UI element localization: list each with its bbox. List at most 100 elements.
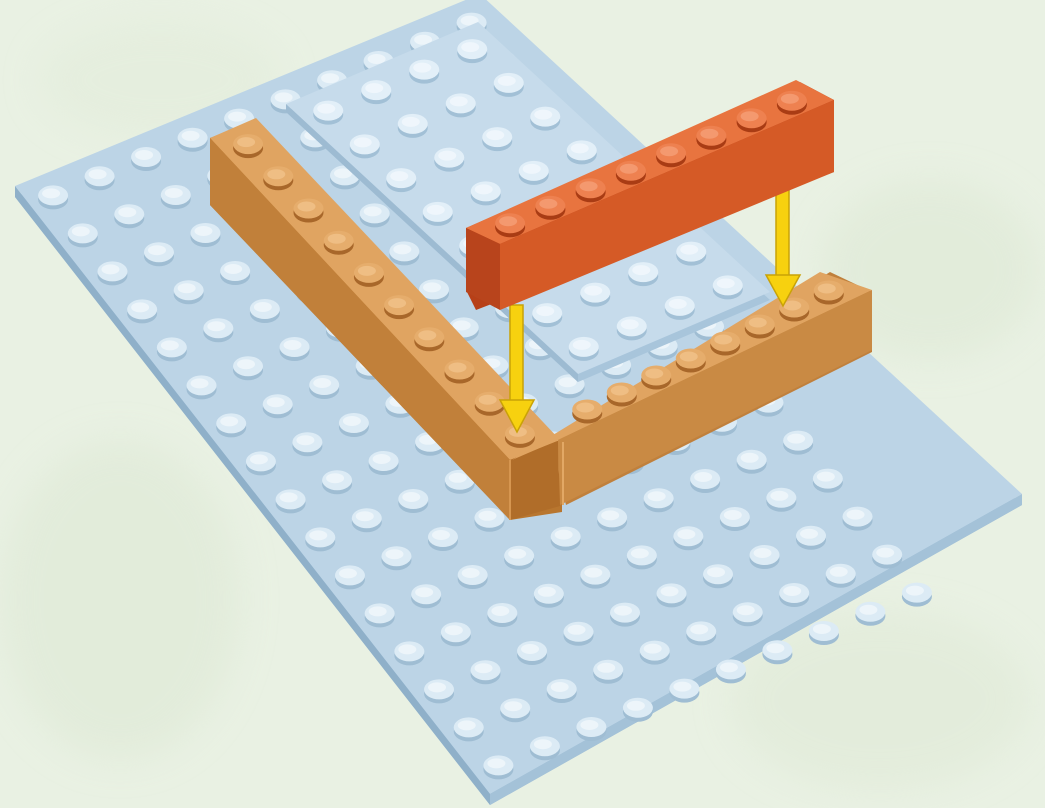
- raised-plate-stud: [471, 181, 501, 205]
- raised-plate-stud: [313, 101, 343, 125]
- baseplate-stud: [190, 223, 220, 247]
- baseplate-stud: [504, 546, 534, 570]
- baseplate-stud: [360, 203, 390, 227]
- brick-stud: [696, 126, 726, 150]
- raised-plate-stud: [398, 114, 428, 138]
- raised-plate-stud: [361, 80, 391, 104]
- baseplate-stud: [250, 299, 280, 323]
- raised-plate-stud: [628, 262, 658, 286]
- brick-stud: [814, 281, 844, 305]
- baseplate-stud: [203, 318, 233, 342]
- raised-plate-stud: [617, 316, 647, 340]
- baseplate-stud: [703, 564, 733, 588]
- baseplate-stud: [389, 241, 419, 265]
- baseplate-stud: [826, 564, 856, 588]
- raised-plate-stud: [676, 242, 706, 266]
- raised-plate-stud: [494, 73, 524, 97]
- baseplate-stud: [394, 641, 424, 665]
- baseplate-stud: [276, 489, 306, 513]
- baseplate-stud: [690, 469, 720, 493]
- brick-stud: [414, 327, 444, 351]
- brick-stud: [475, 392, 505, 416]
- baseplate-stud: [441, 622, 471, 646]
- baseplate-stud: [157, 337, 187, 361]
- raised-plate-stud: [519, 161, 549, 185]
- baseplate-stud: [640, 641, 670, 665]
- baseplate-stud: [809, 621, 839, 645]
- baseplate-stud: [669, 679, 699, 703]
- baseplate-stud: [779, 583, 809, 607]
- baseplate-stud: [335, 565, 365, 589]
- baseplate-stud: [783, 431, 813, 455]
- baseplate-stud: [458, 565, 488, 589]
- raised-plate-stud: [665, 296, 695, 320]
- raised-plate-stud: [423, 202, 453, 226]
- baseplate-stud: [280, 337, 310, 361]
- baseplate-stud: [114, 204, 144, 228]
- brick-stud: [607, 383, 637, 407]
- baseplate-stud: [381, 546, 411, 570]
- baseplate-stud: [131, 147, 161, 171]
- raised-plate-stud: [446, 93, 476, 117]
- baseplate-stud: [220, 261, 250, 285]
- baseplate-stud: [737, 450, 767, 474]
- baseplate-stud: [547, 679, 577, 703]
- baseplate-stud: [471, 660, 501, 684]
- baseplate-stud: [424, 679, 454, 703]
- raised-plate-stud: [567, 140, 597, 164]
- baseplate-stud: [187, 375, 217, 399]
- baseplate-stud: [813, 469, 843, 493]
- brick-stud: [535, 196, 565, 220]
- baseplate-stud: [623, 698, 653, 722]
- brick-stud: [656, 143, 686, 167]
- baseplate-stud: [843, 507, 873, 531]
- brick-stud: [233, 134, 263, 158]
- baseplate-stud: [576, 717, 606, 741]
- baseplate-stud: [487, 603, 517, 627]
- brick-stud: [616, 161, 646, 185]
- baseplate-stud: [144, 242, 174, 266]
- baseplate-stud: [673, 526, 703, 550]
- baseplate-stud: [233, 356, 263, 380]
- raised-plate-stud: [580, 283, 610, 307]
- baseplate-stud: [398, 489, 428, 513]
- baseplate-stud: [720, 507, 750, 531]
- baseplate-stud: [352, 508, 382, 532]
- baseplate-stud: [97, 261, 127, 285]
- baseplate-stud: [263, 394, 293, 418]
- raised-plate-stud: [386, 168, 416, 192]
- baseplate-stud: [178, 128, 208, 152]
- baseplate-stud: [305, 527, 335, 551]
- baseplate-stud: [322, 470, 352, 494]
- baseplate-stud: [365, 603, 395, 627]
- brick-stud: [324, 231, 354, 255]
- brick-stud: [294, 199, 324, 223]
- brick-stud: [745, 315, 775, 339]
- raised-plate-stud: [530, 107, 560, 131]
- baseplate-stud: [309, 375, 339, 399]
- baseplate-stud: [68, 223, 98, 247]
- raised-plate-stud: [457, 39, 487, 63]
- baseplate-stud: [517, 641, 547, 665]
- baseplate-stud: [796, 526, 826, 550]
- baseplate-stud: [686, 621, 716, 645]
- baseplate-stud: [339, 413, 369, 437]
- baseplate-stud: [161, 185, 191, 209]
- baseplate-stud: [593, 660, 623, 684]
- baseplate-stud: [500, 698, 530, 722]
- brick-stud: [572, 400, 602, 424]
- raised-plate-stud: [482, 127, 512, 151]
- brick-stud: [737, 108, 767, 132]
- raised-plate-stud: [713, 275, 743, 299]
- brick-stud: [384, 295, 414, 319]
- baseplate-stud: [733, 602, 763, 626]
- brick-stud: [576, 178, 606, 202]
- baseplate-stud: [551, 527, 581, 551]
- baseplate-stud: [174, 280, 204, 304]
- baseplate-stud: [750, 545, 780, 569]
- brick-stud: [263, 166, 293, 190]
- baseplate-stud: [657, 583, 687, 607]
- brick-stud: [710, 332, 740, 356]
- baseplate-stud: [564, 622, 594, 646]
